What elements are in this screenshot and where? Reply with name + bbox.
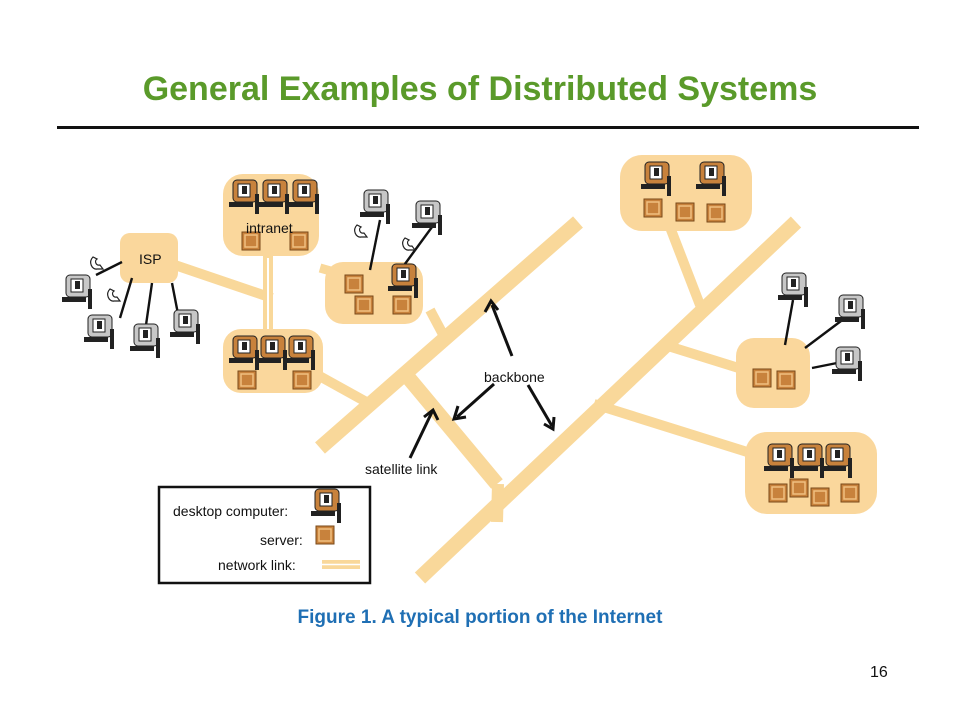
legend-server-label: server: — [260, 532, 303, 548]
legend-network-link-label: network link: — [218, 557, 296, 573]
desktop-computer-icon — [831, 346, 863, 382]
legend: desktop computer: server: network link: — [157, 485, 372, 585]
server-icon — [768, 483, 788, 503]
server-icon — [840, 483, 860, 503]
desktop-computer-icon — [129, 323, 161, 359]
page-number: 16 — [870, 664, 888, 681]
isp-label: ISP — [139, 251, 162, 267]
title-divider — [57, 126, 919, 129]
server-icon — [643, 198, 663, 218]
desktop-computer-icon — [83, 314, 115, 350]
modem-icon — [402, 237, 416, 251]
server-icon — [237, 370, 257, 390]
server-icon — [776, 370, 796, 390]
label-arrows — [408, 298, 556, 459]
desktop-computer-icon — [834, 294, 866, 330]
server-icon — [810, 487, 830, 507]
right-cloud — [736, 338, 810, 408]
server-icon — [344, 274, 364, 294]
desktop-computer-icon — [61, 274, 93, 310]
server-icon — [706, 203, 726, 223]
server-icon — [292, 370, 312, 390]
legend-desktop-computer-label: desktop computer: — [173, 503, 288, 519]
server-icon — [354, 295, 374, 315]
isp-cloud — [120, 233, 178, 283]
figure-caption: Figure 1. A typical portion of the Inter… — [297, 607, 663, 628]
network-clouds — [120, 155, 877, 514]
modem-icon — [90, 256, 104, 270]
connection-wires — [95, 219, 846, 370]
desktop-computer-icon — [411, 200, 443, 236]
slide-title: General Examples of Distributed Systems — [142, 70, 818, 108]
backbone-label: backbone — [484, 369, 545, 385]
server-icon — [315, 525, 335, 545]
satellite-link-label: satellite link — [365, 461, 438, 477]
desktop-computer-icon — [169, 309, 201, 345]
server-icon — [789, 478, 809, 498]
server-icon — [392, 295, 412, 315]
server-icon — [675, 202, 695, 222]
server-icon — [752, 368, 772, 388]
intranet-label: intranet — [246, 220, 293, 236]
desktop-computer-icon — [359, 189, 391, 225]
modem-icon — [354, 224, 368, 238]
modem-icon — [107, 288, 121, 302]
